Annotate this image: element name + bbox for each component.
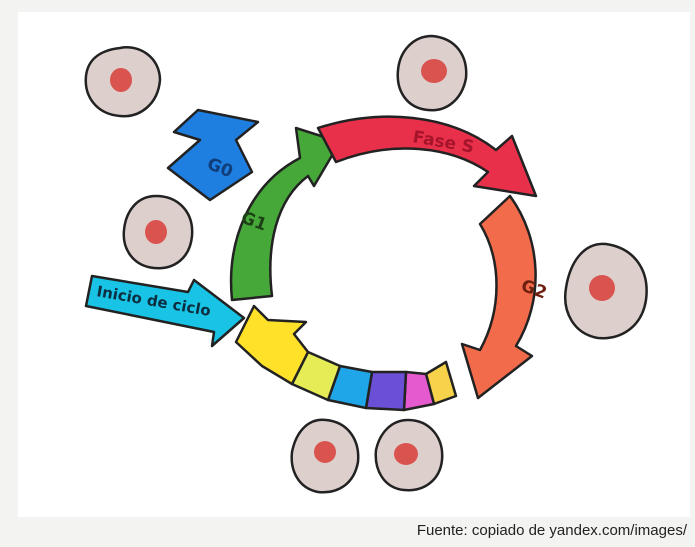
- cell: [290, 418, 360, 494]
- g0-arrow: [166, 108, 260, 202]
- cell: [122, 194, 194, 270]
- source-caption: Fuente: copiado de yandex.com/images/: [416, 522, 687, 539]
- start-arrow: [84, 274, 246, 348]
- cell: [374, 418, 444, 492]
- cell: [84, 46, 162, 118]
- g2-arc: [460, 194, 537, 400]
- cell: [564, 242, 648, 340]
- mitosis-arrowhead: [234, 304, 310, 386]
- cell: [396, 34, 468, 112]
- s-arc: [316, 115, 538, 198]
- g1-arc: [229, 126, 342, 302]
